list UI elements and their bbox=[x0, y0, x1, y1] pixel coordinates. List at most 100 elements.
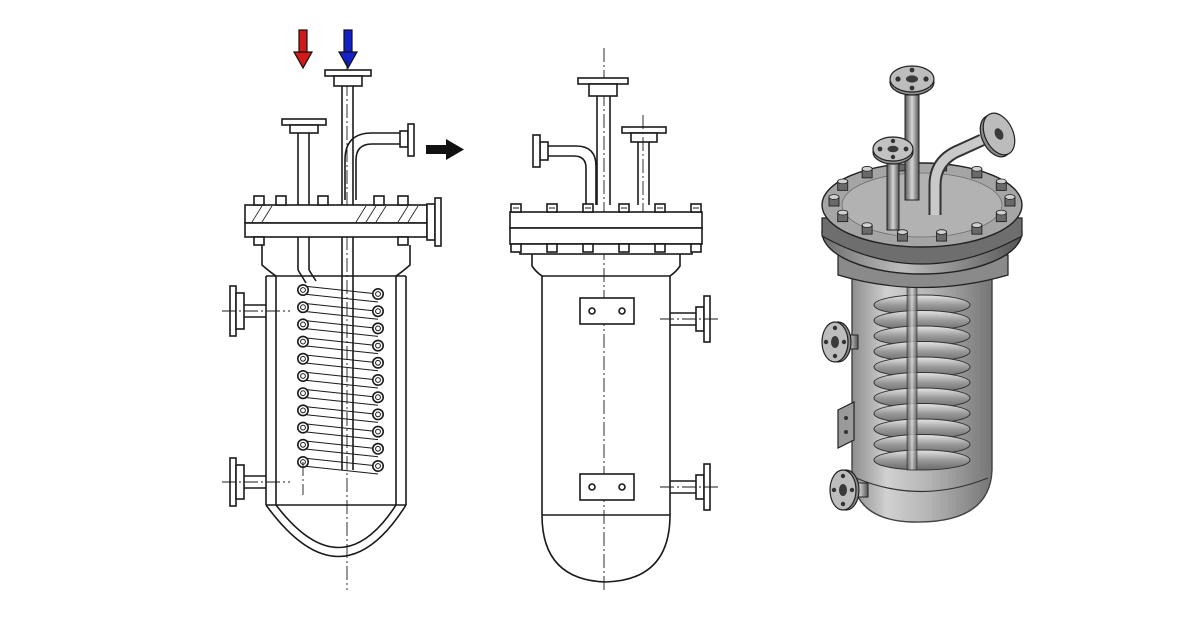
coil-turn-left bbox=[296, 369, 309, 382]
coil-turn-right bbox=[371, 425, 384, 438]
section-side-nozzle-upper bbox=[222, 285, 290, 337]
side-lug-upper bbox=[579, 297, 635, 325]
hot-inlet-arrow bbox=[292, 29, 314, 70]
coil-segment bbox=[302, 465, 379, 475]
coil-turn-left bbox=[296, 318, 309, 331]
coil-turn-left-bore bbox=[300, 338, 306, 345]
outlet-arrow bbox=[426, 139, 464, 160]
side-right-nozzle-lower bbox=[660, 463, 718, 511]
side-flange-bolt-bottom bbox=[618, 243, 630, 253]
coil-turn-right bbox=[371, 305, 384, 318]
coil-turn-left-bore bbox=[300, 441, 306, 448]
coil-turn-right bbox=[371, 373, 384, 386]
side-right-nozzle-upper bbox=[660, 295, 718, 343]
coil-turn-left-bore bbox=[300, 424, 306, 431]
coil-turn-right bbox=[371, 459, 384, 472]
outlet-nozzle bbox=[344, 123, 415, 200]
coil-segment bbox=[302, 302, 379, 312]
coil-turn-right bbox=[371, 322, 384, 335]
coil-turn-left-bore bbox=[300, 407, 306, 414]
section-side-nozzle-lower bbox=[222, 457, 290, 507]
coil-turn-right-bore bbox=[375, 291, 381, 297]
coil-turn-left-bore bbox=[300, 304, 306, 311]
coil-segment bbox=[302, 345, 379, 355]
coil-segment bbox=[302, 396, 379, 406]
side-top-nozzle bbox=[577, 77, 629, 205]
coil-turn-left-bore bbox=[300, 321, 306, 328]
iso-side-nozzle-lower bbox=[829, 469, 869, 511]
coil-turn-left-bore bbox=[300, 373, 306, 379]
coil-turn-left bbox=[296, 387, 309, 400]
coil-turn-left bbox=[296, 283, 309, 296]
coil-turn-right bbox=[371, 391, 384, 404]
side-flange-bolt-bottom bbox=[690, 243, 702, 253]
coil-turn-right-bore bbox=[375, 463, 381, 469]
coil-segment bbox=[302, 413, 379, 423]
coil-turn-right bbox=[371, 339, 384, 352]
coil-turn-right-bore bbox=[375, 308, 381, 315]
side-flange-bolt-bottom bbox=[582, 243, 594, 253]
coil-segment bbox=[302, 457, 379, 467]
coil-segment bbox=[302, 354, 379, 364]
coil-turn-left bbox=[296, 438, 309, 451]
section-top-flange bbox=[244, 195, 442, 247]
coil-segment bbox=[302, 293, 379, 303]
coil-segment bbox=[302, 310, 379, 320]
coil-turn-right-bore bbox=[375, 342, 381, 349]
coil-turn-right-bore bbox=[375, 445, 381, 452]
coil-turn-right-bore bbox=[375, 325, 381, 332]
coil-segment bbox=[302, 337, 379, 347]
coil-turn-left bbox=[296, 421, 309, 434]
iso-coil-turn bbox=[873, 449, 971, 471]
section-coil bbox=[296, 283, 384, 475]
coil-turn-right bbox=[371, 356, 384, 369]
coil-segment bbox=[302, 405, 379, 415]
coil-turn-right bbox=[371, 442, 384, 455]
coil-segment bbox=[302, 327, 379, 337]
iso-coil bbox=[873, 294, 971, 471]
cold-inlet-nozzle bbox=[324, 69, 372, 470]
cold-inlet-arrow bbox=[337, 29, 359, 70]
side-shell bbox=[531, 254, 681, 583]
iso-top-nozzle-tall bbox=[889, 65, 935, 201]
hot-inlet-nozzle bbox=[281, 118, 327, 270]
side-flange-bolt-bottom bbox=[546, 243, 558, 253]
coil-segment bbox=[302, 431, 379, 441]
side-lug-lower bbox=[579, 473, 635, 501]
side-flange-bolt-bottom bbox=[510, 243, 522, 253]
coil-segment bbox=[302, 423, 379, 433]
coil-turn-right-bore bbox=[375, 428, 381, 435]
iso-elbow-nozzle bbox=[928, 112, 1016, 215]
coil-turn-right-bore bbox=[375, 394, 381, 401]
coil-segment bbox=[302, 448, 379, 458]
coil-turn-right bbox=[371, 408, 384, 421]
coil-turn-left bbox=[296, 335, 309, 348]
coil-turn-right-bore bbox=[375, 411, 381, 418]
coil-segment bbox=[302, 440, 379, 450]
coil-turn-right bbox=[371, 287, 384, 300]
side-top-flange bbox=[509, 203, 703, 255]
coil-turn-left-bore bbox=[300, 390, 306, 397]
coil-turn-right-bore bbox=[375, 359, 381, 366]
iso-side-nozzle-upper bbox=[821, 321, 859, 363]
side-view bbox=[509, 48, 718, 590]
coil-turn-left bbox=[296, 301, 309, 314]
coil-segment bbox=[302, 379, 379, 389]
coil-turn-left bbox=[296, 404, 309, 417]
coil-segment bbox=[302, 371, 379, 381]
coil-turn-right-bore bbox=[375, 377, 381, 383]
coil-turn-left bbox=[296, 352, 309, 365]
coil-turn-left-bore bbox=[300, 287, 306, 293]
side-right-nozzle bbox=[621, 115, 667, 215]
iso-top-nozzle-short bbox=[872, 136, 914, 231]
coil-segment bbox=[302, 388, 379, 398]
coil-segment bbox=[302, 319, 379, 329]
section-shell bbox=[261, 245, 411, 558]
coil-segment bbox=[302, 285, 379, 295]
side-elbow-nozzle bbox=[532, 134, 597, 205]
iso-support-lug bbox=[837, 401, 855, 449]
coil-turn-left-bore bbox=[300, 355, 306, 362]
section-view bbox=[222, 29, 464, 590]
